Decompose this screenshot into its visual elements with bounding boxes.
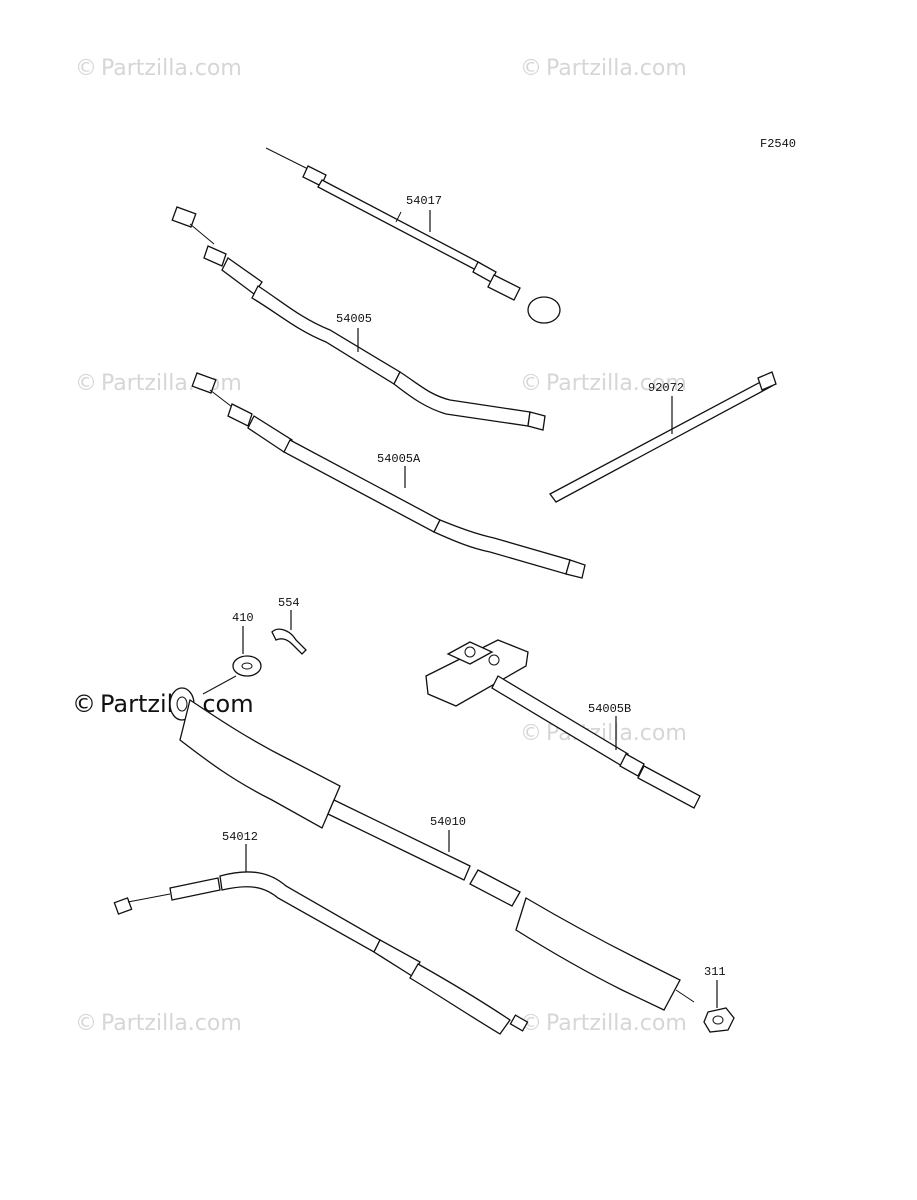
cable-54005 xyxy=(171,206,546,431)
watermark-text: Partzilla.com xyxy=(546,56,687,81)
svg-text:©Partzilla.com: ©Partzilla.com xyxy=(520,1011,687,1036)
cable-54017 xyxy=(265,147,561,324)
part-label-311: 311 xyxy=(704,965,726,979)
watermark-text: Partzilla.com xyxy=(101,1011,242,1036)
cotter-pin-554 xyxy=(271,628,307,655)
part-label-54005B: 54005B xyxy=(588,702,631,716)
figure-code: F2540 xyxy=(760,137,796,151)
part-label-554: 554 xyxy=(278,596,300,610)
watermark-symbol: © xyxy=(520,1011,542,1036)
watermark-text: Partzilla.com xyxy=(101,371,242,396)
assembly-line-410 xyxy=(202,675,237,695)
part-label-54005: 54005 xyxy=(336,312,372,326)
watermark-symbol: © xyxy=(75,371,97,396)
svg-text:©Partzilla.com: ©Partzilla.com xyxy=(75,371,242,396)
watermark-text: Partzilla.com xyxy=(546,371,687,396)
watermark-symbol: © xyxy=(75,56,97,81)
watermark-symbol: © xyxy=(520,721,542,746)
part-label-410: 410 xyxy=(232,611,254,625)
part-label-54017: 54017 xyxy=(406,194,442,208)
watermark-symbol: © xyxy=(520,371,542,396)
cable-54005B xyxy=(425,639,701,809)
svg-text:©Partzilla.com: ©Partzilla.com xyxy=(75,1011,242,1036)
part-label-54010: 54010 xyxy=(430,815,466,829)
part-label-54005A: 54005A xyxy=(377,452,421,466)
nut-311 xyxy=(703,1007,735,1033)
watermark-text: Partzilla.com xyxy=(546,1011,687,1036)
svg-text:©Partzilla.com: ©Partzilla.com xyxy=(72,690,254,718)
watermark-symbol: © xyxy=(520,56,542,81)
svg-text:©Partzilla.com: ©Partzilla.com xyxy=(75,56,242,81)
svg-text:©Partzilla.com: ©Partzilla.com xyxy=(520,56,687,81)
washer-410 xyxy=(232,655,262,677)
part-label-92072: 92072 xyxy=(648,381,684,395)
watermark-symbol: © xyxy=(72,690,96,718)
cable-54005A xyxy=(191,372,586,579)
cable-54012 xyxy=(113,871,529,1035)
watermark-symbol: © xyxy=(75,1011,97,1036)
svg-text:©Partzilla.com: ©Partzilla.com xyxy=(520,371,687,396)
cable-54010 xyxy=(169,687,695,1011)
watermark-text: Partzilla.com xyxy=(101,56,242,81)
cable-tie-92072 xyxy=(549,371,777,503)
part-label-54012: 54012 xyxy=(222,830,258,844)
watermark-layer: ©Partzilla.com ©Partzilla.com ©Partzilla… xyxy=(72,56,687,1036)
